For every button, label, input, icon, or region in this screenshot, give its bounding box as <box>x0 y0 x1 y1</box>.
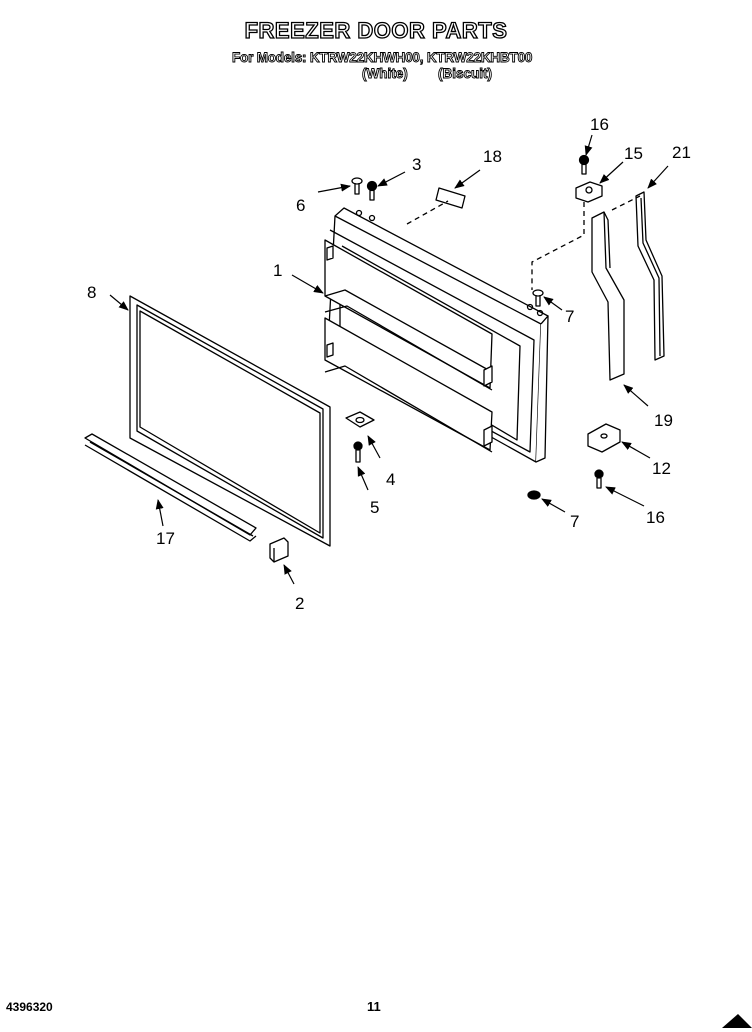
bottom-hinge-part <box>587 423 621 453</box>
leader-17 <box>155 499 164 527</box>
label-part <box>435 187 466 209</box>
corner-mark <box>722 1014 752 1028</box>
leader-1 <box>291 274 324 294</box>
callout-21: 21 <box>672 143 691 162</box>
leader-21 <box>647 165 669 189</box>
models-line: For Models: KTRW22KHWH00, KTRW22KHBT00 <box>232 50 533 66</box>
callout-15: 15 <box>624 144 643 163</box>
leader-6 <box>317 183 351 193</box>
door-gasket-part <box>129 295 331 547</box>
callout-3: 3 <box>412 155 421 174</box>
hinge-washer-part <box>345 411 375 428</box>
leader-15 <box>599 161 624 184</box>
leader-7b <box>541 498 566 513</box>
assembly-line-hinge <box>531 202 585 290</box>
callout-8: 8 <box>87 283 96 302</box>
screw-16-top <box>578 154 590 175</box>
bottom-trim-part <box>84 433 257 542</box>
leader-19 <box>623 384 649 407</box>
top-hinge-part <box>575 181 603 203</box>
leader-2 <box>283 564 295 585</box>
variant-biscuit: (Biscuit) <box>438 66 493 82</box>
screw-16-bottom <box>594 469 604 489</box>
assembly-line-label <box>406 200 449 225</box>
callout-7-top: 7 <box>565 307 574 326</box>
screw-6 <box>351 177 363 195</box>
callout-4: 4 <box>386 470 395 489</box>
leader-18 <box>454 169 481 189</box>
callout-16-top: 16 <box>590 115 609 134</box>
leader-16a <box>584 134 593 156</box>
clip-part <box>269 537 289 563</box>
callout-6: 6 <box>296 196 305 215</box>
callout-2: 2 <box>295 594 304 613</box>
callout-17: 17 <box>156 529 175 548</box>
leader-8 <box>109 294 129 311</box>
handle-part <box>591 211 625 381</box>
door-liner-part <box>324 207 549 463</box>
screw-7-top <box>532 289 544 307</box>
leader-16b <box>605 486 645 507</box>
leader-7a <box>543 296 563 311</box>
screw-5 <box>353 441 363 463</box>
plug-7-bottom <box>527 490 541 500</box>
callout-1: 1 <box>273 261 282 280</box>
callout-16-bottom: 16 <box>646 508 665 527</box>
callout-5: 5 <box>370 498 379 517</box>
page-number: 11 <box>367 999 381 1014</box>
callout-7-bottom: 7 <box>570 512 579 531</box>
variant-white: (White) <box>362 66 409 82</box>
leader-3 <box>377 171 406 187</box>
handle-trim-part <box>635 191 665 361</box>
leader-12 <box>621 441 651 459</box>
callout-12: 12 <box>652 459 671 478</box>
page-title: FREEZER DOOR PARTS <box>244 17 508 43</box>
leader-4 <box>367 435 381 459</box>
screw-3 <box>366 180 378 201</box>
document-number: 4396320 <box>6 1000 53 1014</box>
callout-18: 18 <box>483 147 502 166</box>
leader-5 <box>357 466 369 491</box>
callout-19: 19 <box>654 411 673 430</box>
